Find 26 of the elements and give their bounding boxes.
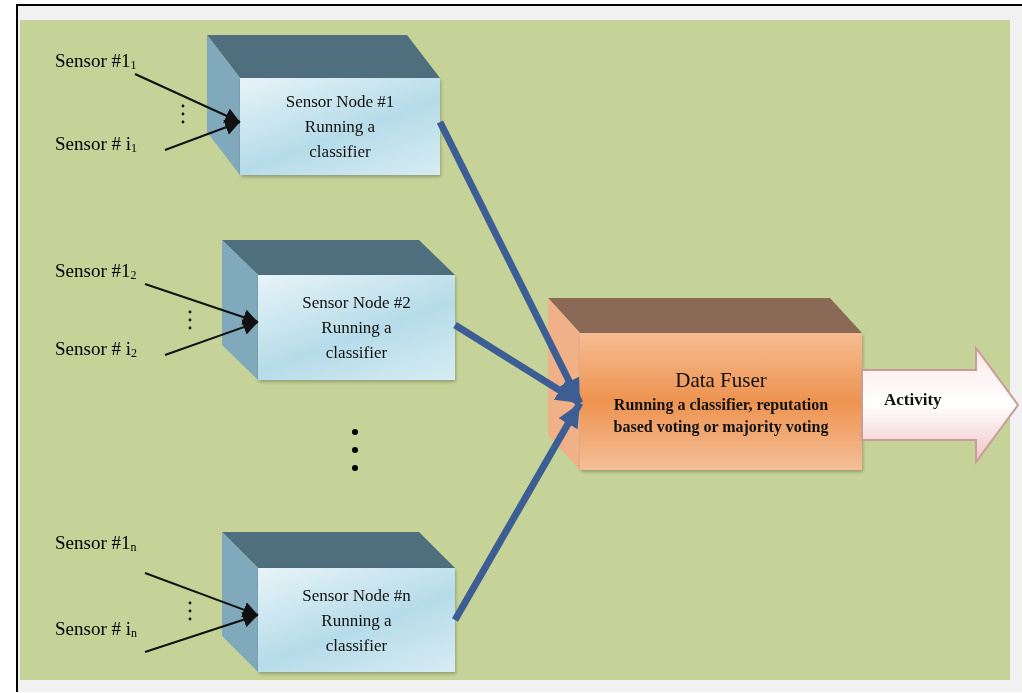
arrow	[453, 322, 582, 406]
sensor-label: Sensor #1$_{2}$	[55, 258, 145, 284]
sensor-label: Sensor #1$_{n}$	[55, 530, 165, 556]
sensor-label: Sensor # i$_{1}$	[55, 131, 165, 157]
node-text: Sensor Node #1 Running a classifier	[284, 91, 396, 163]
output-block-arrow	[862, 348, 1018, 462]
arrow	[144, 283, 259, 325]
node-text: Running a classifier, reputation based voting or majority voting	[613, 394, 829, 438]
sensor-node-box	[240, 78, 440, 175]
sensor-node-box	[258, 568, 455, 672]
sensor-label: Sensor # i$_{2}$	[55, 336, 165, 362]
sensor-label: Sensor # i$_{n}$	[55, 616, 165, 642]
arrow	[144, 612, 259, 653]
arrow	[164, 319, 259, 356]
node-title: Data Fuser	[675, 366, 767, 394]
sensor-label: Sensor #1$_{1}$	[55, 48, 145, 74]
arrow-label: Activity	[884, 390, 942, 410]
node-text: Sensor Node #n Running a classifier	[301, 584, 412, 657]
arrow	[436, 120, 584, 405]
arrow	[134, 73, 241, 124]
data-fuser-box	[580, 333, 862, 470]
node-text: Sensor Node #2 Running a classifier	[301, 292, 412, 364]
arrow	[144, 572, 259, 618]
arrow	[451, 401, 584, 622]
arrow	[164, 119, 241, 151]
sensor-node-box	[258, 275, 455, 380]
